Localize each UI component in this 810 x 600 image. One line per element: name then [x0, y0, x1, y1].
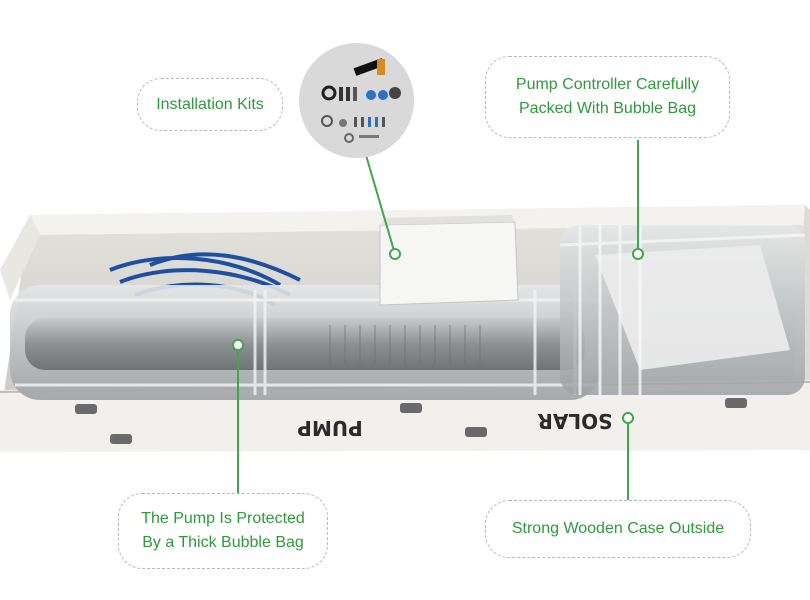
box-print: PUMP SOLAR — [297, 409, 612, 440]
box-print-solar: SOLAR — [537, 409, 612, 433]
pump-bubble-bag — [10, 285, 600, 400]
kit-parts-icon — [321, 58, 401, 143]
callout-wooden-case: Strong Wooden Case Outside — [485, 500, 751, 558]
box-print-pump: PUMP — [297, 416, 362, 440]
callout-installation-kits: Installation Kits — [137, 78, 283, 131]
leader-dots — [232, 248, 644, 424]
callout-pump-controller: Pump Controller Carefully Packed With Bu… — [485, 56, 730, 138]
leader-lines — [237, 140, 639, 500]
box-logos — [75, 398, 747, 444]
callout-pump-protected: The Pump Is Protected By a Thick Bubble … — [118, 493, 328, 569]
controller-box — [379, 215, 519, 306]
controller-bubble-bag — [559, 225, 806, 395]
installation-kit-thumbnail — [299, 43, 414, 158]
